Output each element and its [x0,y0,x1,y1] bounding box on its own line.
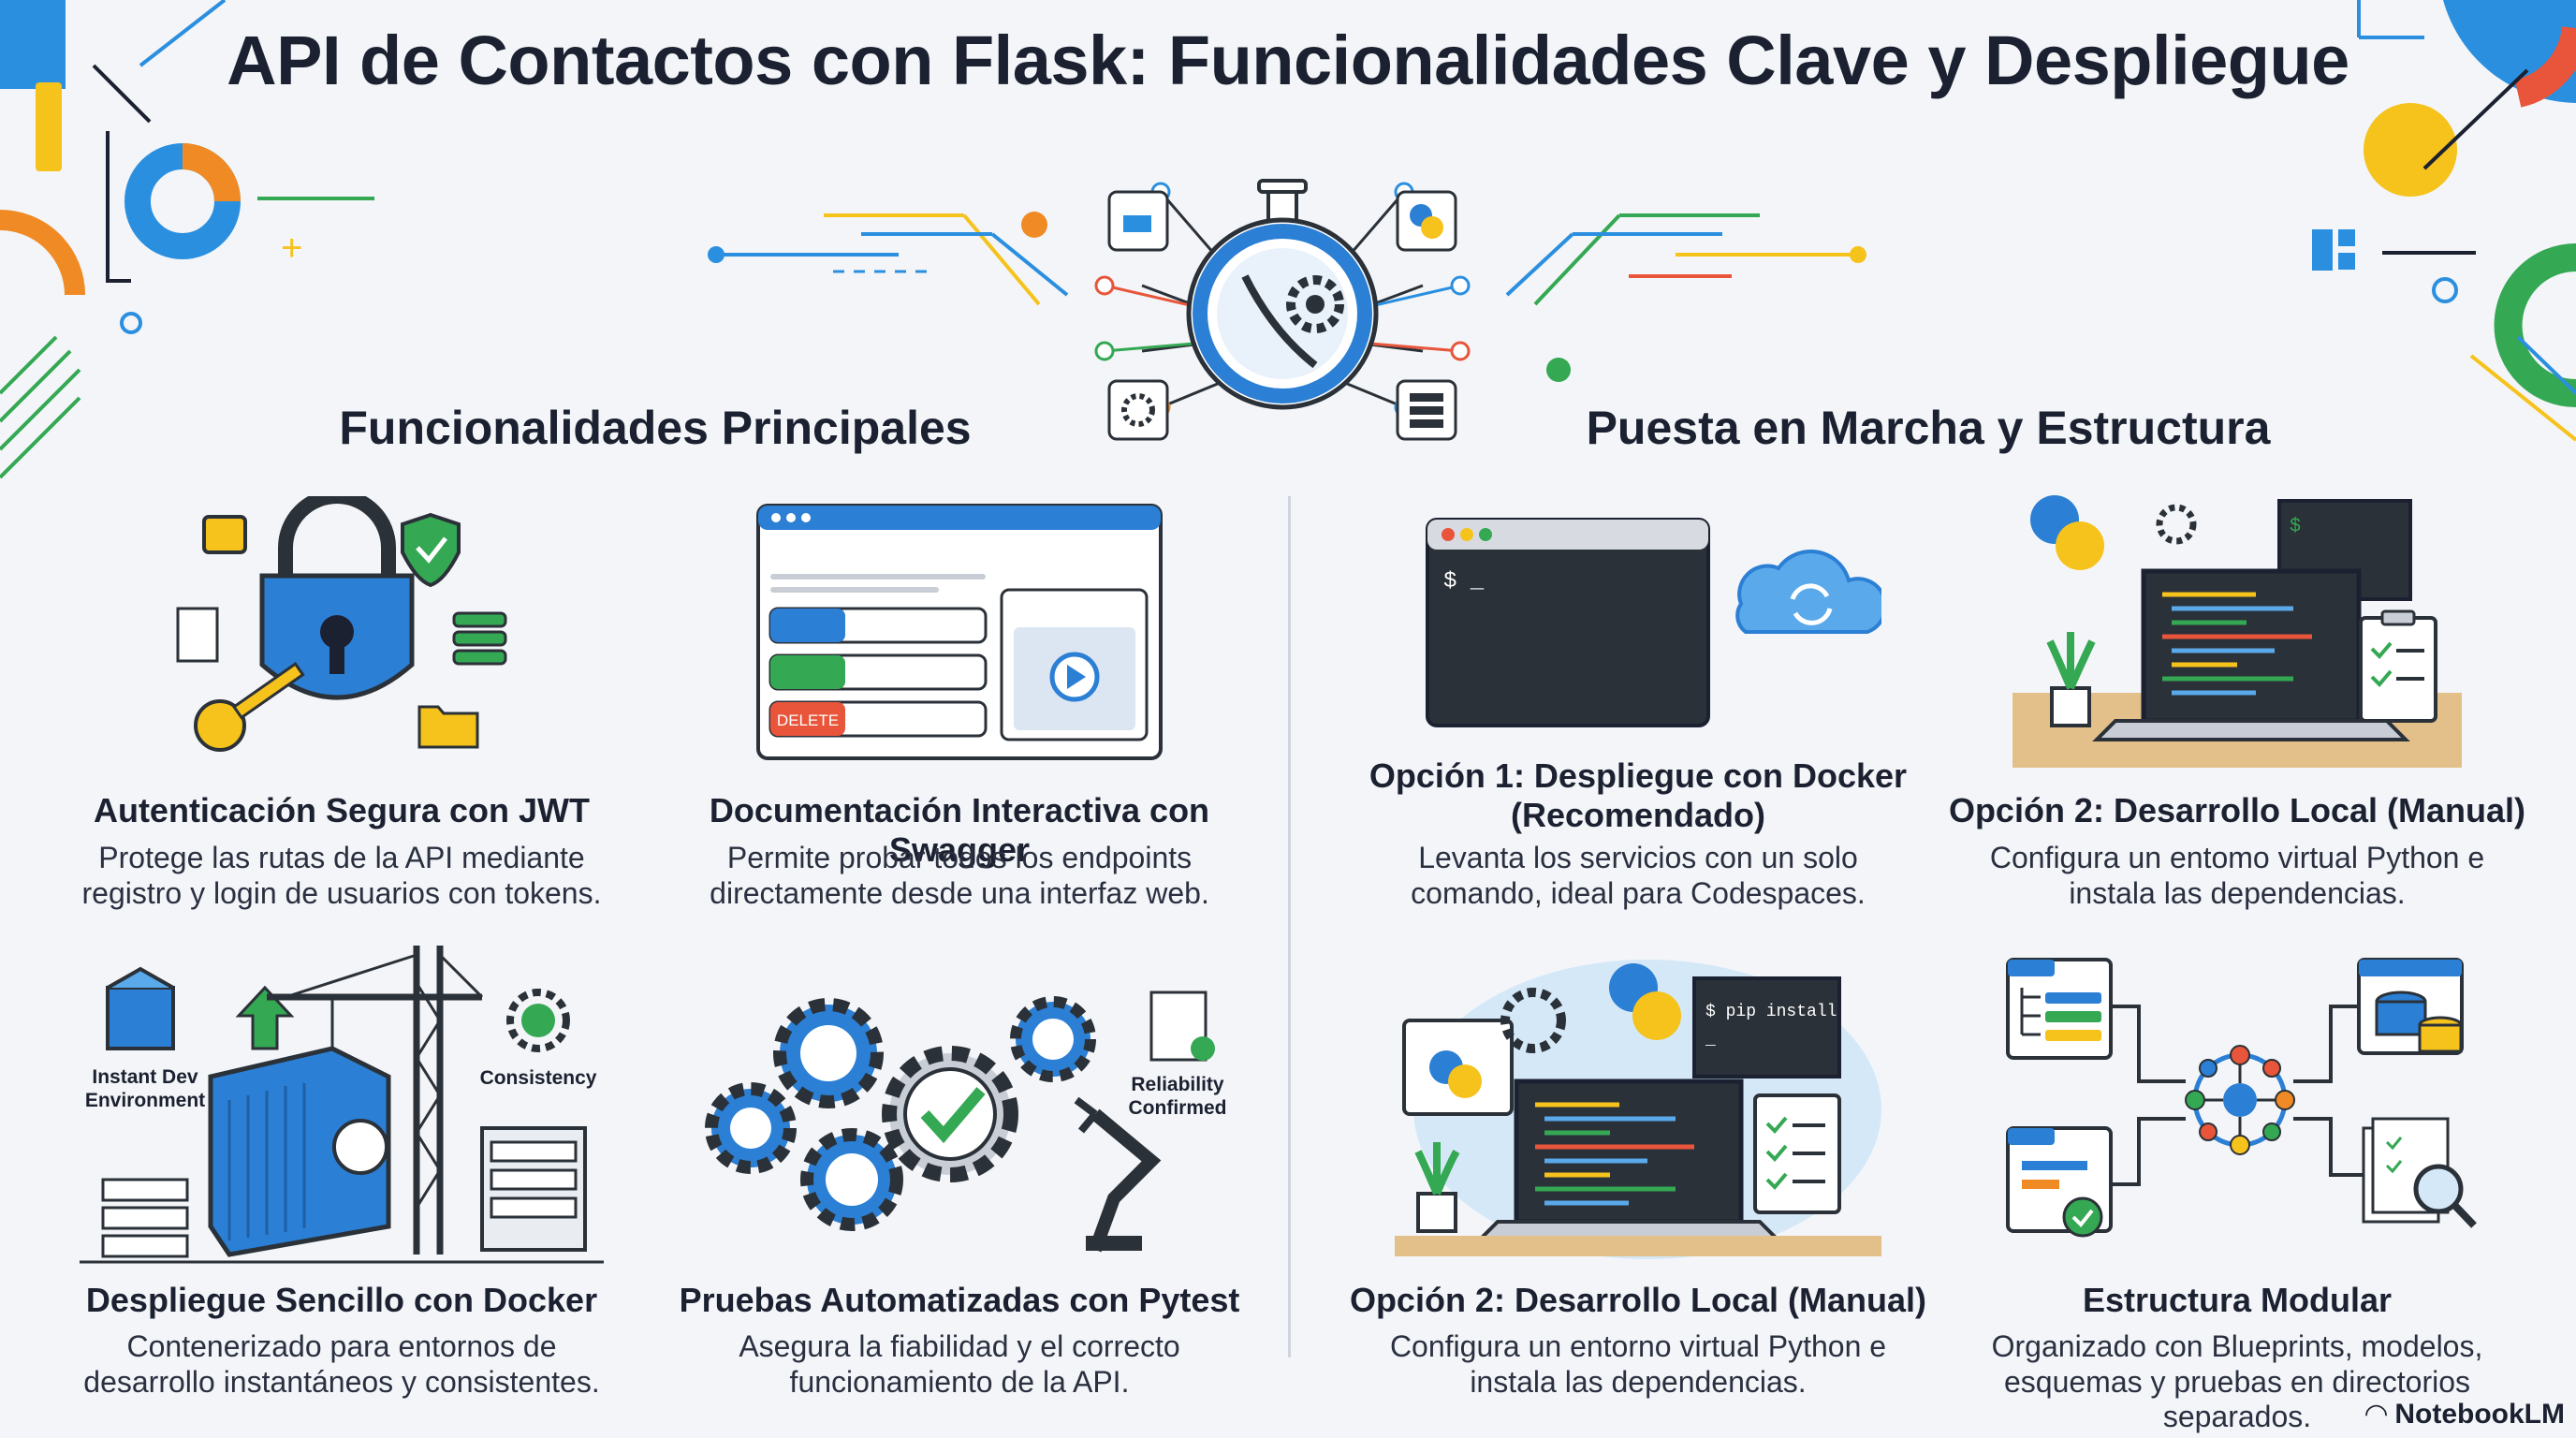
card-desc-docker-deploy-line2: desarrollo instantáneos y consistentes. [83,1365,600,1399]
card-title-docker-option-line1: Opción 1: Despliegue con Docker [1368,756,1908,795]
notebooklm-brand: ◠ NotebookLM [2365,1398,2565,1431]
card-title-modular: Estructura Modular [2082,1281,2393,1319]
card-desc-docker-option-line1: Levanta los servicios con un solo [1418,841,1858,874]
section-title-setup: Puesta en Marcha y Estructura [1586,402,2271,454]
consistency-label: Consistency [480,1067,597,1089]
card-desc-local-dev-bottom-line2: instala las dependencias. [1470,1365,1807,1399]
card-desc-local-dev-top-line1: Configura un entomo virtual Python e [1989,841,2485,874]
card-desc-local-dev-bottom-line1: Configura un entorno virtual Python e [1389,1329,1887,1363]
card-desc-pytest-line1: Asegura la fiabilidad y el correcto [739,1329,1180,1363]
instant-dev-label-line1: Instant Dev [92,1066,198,1088]
card-desc-jwt-line1: Protege las rutas de la API mediante [98,841,585,874]
section-divider [1288,496,1291,1357]
brand-label: NotebookLM [2394,1399,2565,1430]
modular-structure-illustration [2006,958,2477,1238]
section-title-features: Funcionalidades Principales [339,402,972,454]
card-desc-local-dev-top-line2: instala las dependencias. [2069,876,2406,910]
terminal-prompt: $ _ [1443,569,1485,594]
card-desc-jwt-line2: registro y login de usuarios con tokens. [81,876,602,910]
pytest-gears-illustration: Reliability Confirmed [705,990,1227,1253]
delete-method-label: DELETE [777,712,839,729]
card-title-docker-deploy: Despliegue Sencillo con Docker [85,1281,598,1319]
small-terminal-prompt: $ [2290,516,2301,537]
card-desc-swagger-line1: Permite probar todos los endpoints [726,841,1193,874]
svg-text:+: + [281,227,302,269]
card-desc-modular-line1: Organizado con Blueprints, modelos, [1991,1329,2483,1363]
page-title: API de Contactos con Flask: Funcionalida… [227,22,2349,99]
instant-dev-label-line2: Environment [85,1090,205,1111]
notebooklm-logo-icon: ◠ [2364,1399,2395,1430]
docker-terminal-illustration: $ _ [1426,518,1881,727]
flask-hub-illustration [708,179,1866,441]
card-title-swagger: Documentación Interactiva con Swagger [709,791,1210,869]
card-title-docker-option-line2: (Recomendado) [1510,796,1766,834]
card-desc-modular-line2: esquemas y pruebas en directorios separa… [2003,1365,2471,1433]
pip-install-command: $ pip install [1705,1003,1837,1021]
card-title-pytest: Pruebas Automatizadas con Pytest [679,1281,1240,1319]
local-dev-workspace-illustration: $ pip install _ [1395,960,1881,1259]
reliability-label-line2: Confirmed [1129,1097,1227,1119]
card-desc-pytest-line2: funcionamiento de la API. [789,1365,1130,1399]
card-desc-swagger-line2: directamente desde una interfaz web. [710,876,1209,910]
card-desc-docker-deploy-line1: Contenerizado para entornos de [126,1329,557,1363]
card-desc-docker-option-line2: comando, ideal para Codespaces. [1411,876,1866,910]
docker-container-illustration: Instant Dev Environment Consistency [80,946,604,1264]
card-title-local-dev-top: Opción 2: Desarrollo Local (Manual) [1948,791,2526,829]
pip-install-cursor: _ [1705,1031,1716,1049]
local-dev-laptop-illustration: $ [2012,495,2462,768]
reliability-label-line1: Reliability [1131,1074,1224,1095]
swagger-ui-illustration: DELETE [756,504,1163,760]
card-title-jwt: Autenticación Segura con JWT [93,791,591,829]
jwt-security-illustration [176,496,507,752]
card-title-local-dev-bottom: Opción 2: Desarrollo Local (Manual) [1349,1281,1927,1319]
